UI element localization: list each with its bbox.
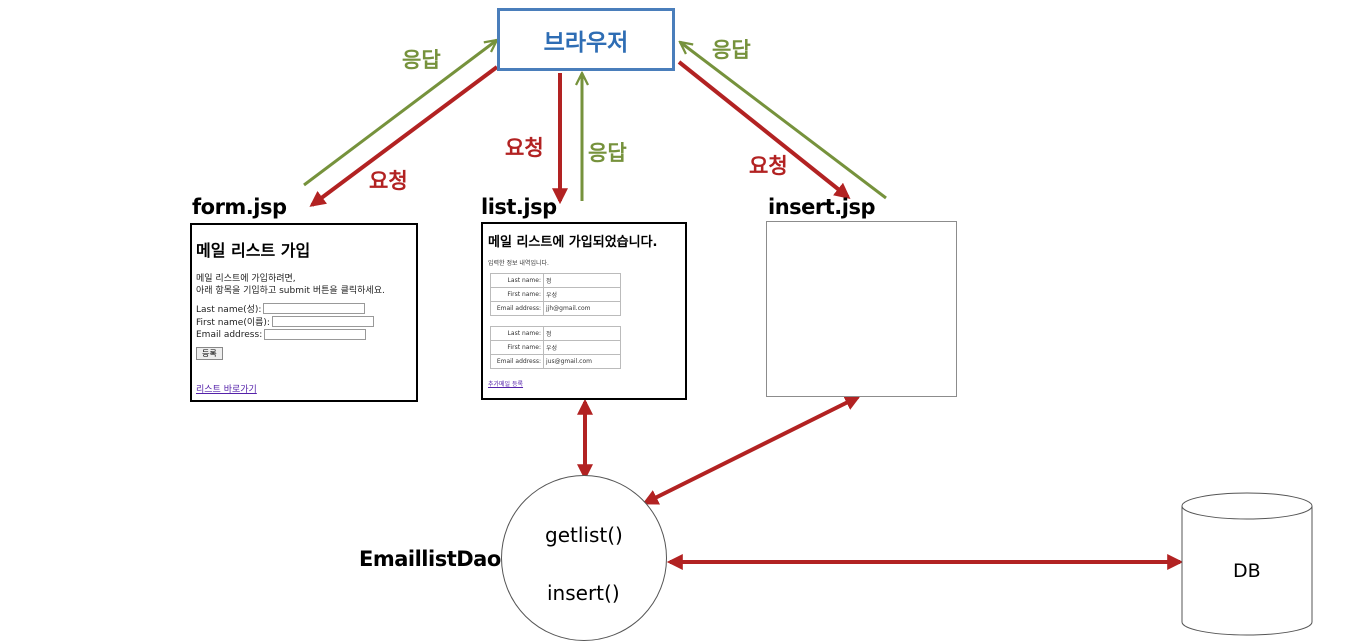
table-row: First name:우성 xyxy=(490,340,621,355)
first-name-input[interactable] xyxy=(271,316,374,327)
insert-page-preview xyxy=(766,221,957,397)
insert-dao-arrow xyxy=(642,395,861,505)
record-key: Email address: xyxy=(490,301,544,316)
record-key: Last name: xyxy=(490,326,544,341)
insert-page-title: insert.jsp xyxy=(768,195,876,219)
field-label: Last name(성): xyxy=(196,305,262,315)
form-page-title: form.jsp xyxy=(192,195,287,219)
request-label-insert: 요청 xyxy=(749,154,788,178)
record-value: jjh@gmail.com xyxy=(543,301,621,316)
browser-label: 브라우저 xyxy=(543,29,629,56)
record-value: 우성 xyxy=(543,340,621,355)
db-cylinder xyxy=(1181,492,1313,636)
getlist-method: getlist() xyxy=(545,523,623,547)
form-field-row: Email address: xyxy=(196,328,412,341)
response-arrow-insert xyxy=(680,42,887,200)
field-label: First name(이름): xyxy=(196,318,270,328)
form-field-row: Last name(성): xyxy=(196,302,412,315)
form-intro-line1: 메일 리스트에 가입하려면, xyxy=(196,274,296,284)
record-value: 우성 xyxy=(543,287,621,302)
submit-button[interactable]: 등록 xyxy=(196,347,223,360)
record-value: 정 xyxy=(543,326,621,341)
email-input[interactable] xyxy=(264,329,367,340)
dao-name: EmaillistDao xyxy=(359,547,501,571)
list-heading: 메일 리스트에 가입되었습니다. xyxy=(488,235,658,250)
response-label-list: 응답 xyxy=(588,141,627,165)
list-page-preview: 메일 리스트에 가입되었습니다. 입력한 정보 내역입니다. Last name… xyxy=(481,222,687,400)
table-row: First name:우성 xyxy=(490,287,621,302)
table-row: Email address:jjh@gmail.com xyxy=(490,301,621,316)
form-heading: 메일 리스트 가입 xyxy=(196,241,311,260)
field-label: Email address: xyxy=(196,329,263,340)
db-label: DB xyxy=(1233,560,1261,582)
browser-box: 브라우저 xyxy=(497,8,675,71)
request-arrow-insert xyxy=(677,60,851,199)
request-arrow-form xyxy=(309,65,499,207)
record-value: 정 xyxy=(543,273,621,288)
insert-method: insert() xyxy=(547,581,620,605)
record-table: Last name:정 First name:우성 Email address:… xyxy=(490,326,621,369)
record-key: First name: xyxy=(490,287,544,302)
response-arrow-form xyxy=(303,40,497,187)
list-intro: 입력한 정보 내역입니다. xyxy=(488,260,549,267)
record-table: Last name:정 First name:우성 Email address:… xyxy=(490,273,621,316)
record-value: jus@gmail.com xyxy=(543,354,621,369)
table-row: Last name:정 xyxy=(490,273,621,288)
form-page-preview: 메일 리스트 가입 메일 리스트에 가입하려면, 아래 항목을 기입하고 sub… xyxy=(190,223,418,402)
list-page-title: list.jsp xyxy=(481,195,557,219)
dao-circle: getlist() insert() xyxy=(501,475,667,641)
record-key: First name: xyxy=(490,340,544,355)
form-field-row: First name(이름): xyxy=(196,315,412,328)
request-label-list: 요청 xyxy=(505,136,544,160)
list-link[interactable]: 리스트 바로가기 xyxy=(196,385,257,395)
response-label-form: 응답 xyxy=(402,48,441,72)
response-label-insert: 응답 xyxy=(712,38,751,62)
table-row: Email address:jus@gmail.com xyxy=(490,354,621,369)
form-intro-line2: 아래 항목을 기입하고 submit 버튼을 클릭하세요. xyxy=(196,286,385,296)
request-label-form: 요청 xyxy=(369,169,408,193)
table-row: Last name:정 xyxy=(490,326,621,341)
record-key: Email address: xyxy=(490,354,544,369)
last-name-input[interactable] xyxy=(263,303,366,314)
add-mail-link[interactable]: 추가메일 등록 xyxy=(488,381,524,388)
record-key: Last name: xyxy=(490,273,544,288)
